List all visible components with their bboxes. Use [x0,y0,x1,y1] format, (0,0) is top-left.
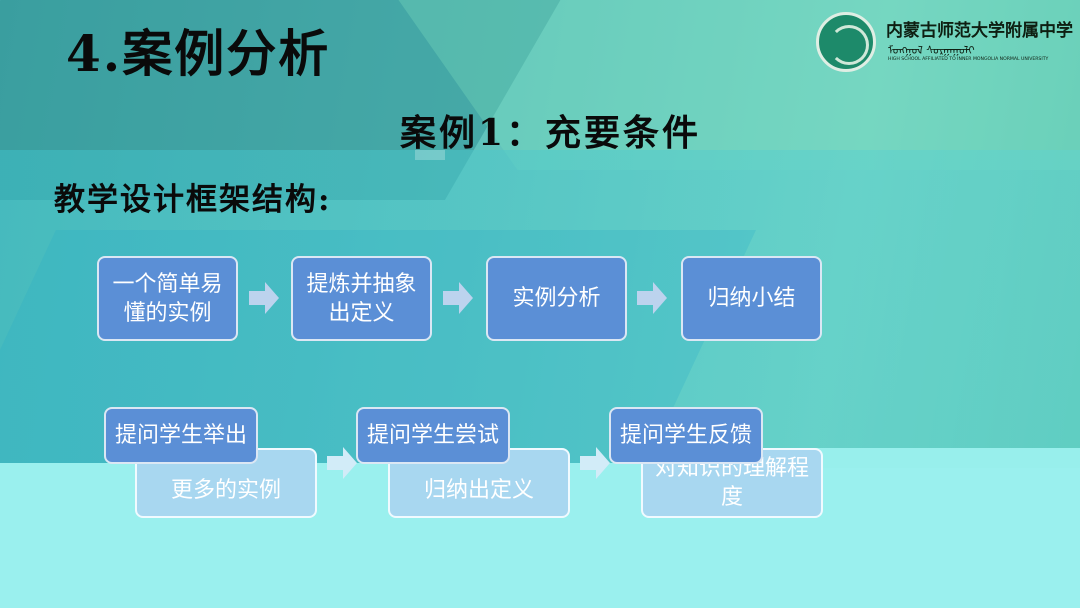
flow-step-label: 一个简单易懂的实例 [112,271,223,326]
logo-name-en: HIGH SCHOOL AFFILIATED TO INNER MONGOLIA… [888,57,1049,62]
arrow-right-icon [443,282,473,314]
flow-step-4: 归纳小结 [681,256,822,341]
arrow-right-icon [249,282,279,314]
slide-title: 4.案例分析 [66,24,331,83]
flow-step-5: 提问学生举出 [104,407,258,464]
flow-step-2: 提炼并抽象出定义 [291,256,432,341]
arrow-right-icon [580,447,610,479]
school-emblem-icon [816,12,876,72]
case-title: 案例1：充要条件 [400,112,702,154]
school-logo: 内蒙古师范大学附属中学 ᠮᠣᠩᠭᠣᠯ ᠰᠤᠷᠭᠠᠭᠤᠯᠢ HIGH SCHOOL… [814,12,1073,76]
arrow-right-icon [637,282,667,314]
flow-step-label: 提炼并抽象出定义 [306,271,417,326]
flow-step-line1: 提问学生反馈 [619,423,752,448]
flow-step-line2: 更多的实例 [170,477,281,503]
flow-step-label: 实例分析 [512,286,601,311]
flow-step-line1: 提问学生尝试 [366,423,499,448]
decor-mark [415,150,445,160]
flow-step-label: 归纳小结 [707,286,796,311]
frame-title: 教学设计框架结构: [54,182,332,218]
flow-step-3: 实例分析 [486,256,627,341]
flow-step-line2: 归纳出定义 [423,477,534,503]
arrow-right-icon [327,447,357,479]
flow-step-line1: 提问学生举出 [114,423,247,448]
flow-step-1: 一个简单易懂的实例 [97,256,238,341]
flow-step-6: 提问学生尝试 [356,407,510,464]
logo-name-cn: 内蒙古师范大学附属中学 [886,21,1073,41]
logo-name-mn: ᠮᠣᠩᠭᠣᠯ ᠰᠤᠷᠭᠠᠭᠤᠯᠢ [888,44,975,57]
flow-step-7: 提问学生反馈 [609,407,763,464]
